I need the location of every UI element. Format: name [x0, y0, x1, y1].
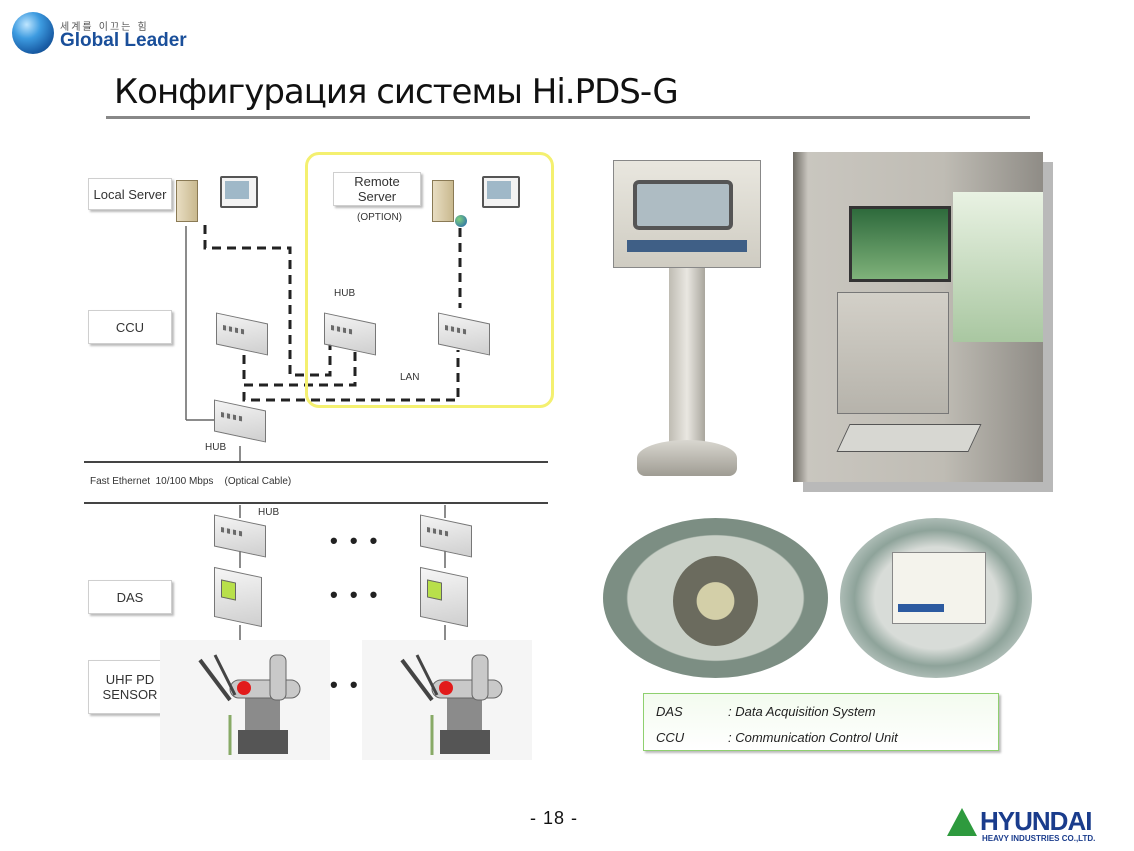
remote-monitor-icon	[482, 176, 520, 208]
legend-desc: : Data Acquisition System	[728, 704, 876, 719]
cabinet-pole	[669, 268, 705, 443]
remote-server-icon	[432, 180, 454, 222]
das-label: DAS	[88, 580, 172, 614]
rack-screen	[849, 206, 951, 282]
ethernet-bus-bottom	[84, 502, 548, 504]
hub-top-label: HUB	[334, 288, 356, 299]
abbreviation-legend: DAS : Data Acquisition System CCU : Comm…	[643, 693, 999, 751]
remote-server-label: Remote Server	[333, 172, 421, 206]
option-label: (OPTION)	[357, 212, 402, 223]
globe-icon	[455, 215, 467, 227]
das-unit-1-icon	[214, 566, 262, 628]
ccu-cabinet-photo	[613, 160, 761, 480]
legend-row: DAS : Data Acquisition System	[656, 704, 876, 719]
legend-desc: : Communication Control Unit	[728, 730, 898, 745]
hub-bottom-label: HUB	[258, 507, 280, 518]
local-server-label: Local Server	[88, 178, 172, 210]
logo-name: Global Leader	[60, 30, 187, 51]
das-unit-2-icon	[420, 566, 468, 628]
sensor-nameplate	[892, 552, 986, 624]
sensor-logo-strip	[898, 604, 944, 612]
title-divider	[106, 116, 1030, 119]
cabinet-base	[637, 440, 737, 476]
hyundai-triangle-icon	[947, 808, 977, 836]
sensor-flange-photo	[603, 518, 828, 678]
legend-abbr: DAS	[656, 704, 683, 719]
globe-logo-icon	[12, 12, 54, 54]
flange-window	[673, 556, 758, 646]
server-rack-photo	[793, 152, 1043, 482]
remote-server-option-area	[305, 152, 554, 408]
page-number: - 18 -	[530, 808, 579, 828]
page-title: Конфигурация системы Hi.PDS-G	[114, 72, 679, 112]
rack-background-window	[953, 192, 1043, 342]
local-server-icon	[176, 180, 198, 222]
logo-tagline: 세계를 이끄는 힘	[60, 22, 149, 33]
hyundai-logo-text: HYUNDAI	[980, 806, 1092, 836]
fast-ethernet-label: Fast Ethernet 10/100 Mbps (Optical Cable…	[90, 476, 292, 487]
ccu-label: CCU	[88, 310, 172, 344]
ethernet-bus-top	[84, 461, 548, 463]
ellipsis-das: • • •	[330, 582, 381, 607]
gis-switchgear-1-icon	[160, 640, 330, 760]
hyundai-logo-subtext: HEAVY INDUSTRIES CO.,LTD.	[982, 834, 1096, 843]
rack-panel	[837, 292, 949, 414]
legend-row: CCU : Communication Control Unit	[656, 730, 898, 745]
legend-abbr: CCU	[656, 730, 685, 745]
lan-label: LAN	[400, 372, 420, 383]
local-monitor-icon	[220, 176, 258, 208]
hub-mid-label: HUB	[205, 442, 227, 453]
rack-keyboard-drawer	[836, 424, 982, 452]
uhf-pd-sensor-label: UHF PD SENSOR	[88, 660, 172, 714]
external-sensor-photo	[840, 518, 1032, 678]
gis-switchgear-2-icon	[362, 640, 532, 760]
cabinet-label-strip	[627, 240, 747, 252]
cabinet-window	[633, 180, 733, 230]
ellipsis-hub: • • •	[330, 528, 381, 553]
